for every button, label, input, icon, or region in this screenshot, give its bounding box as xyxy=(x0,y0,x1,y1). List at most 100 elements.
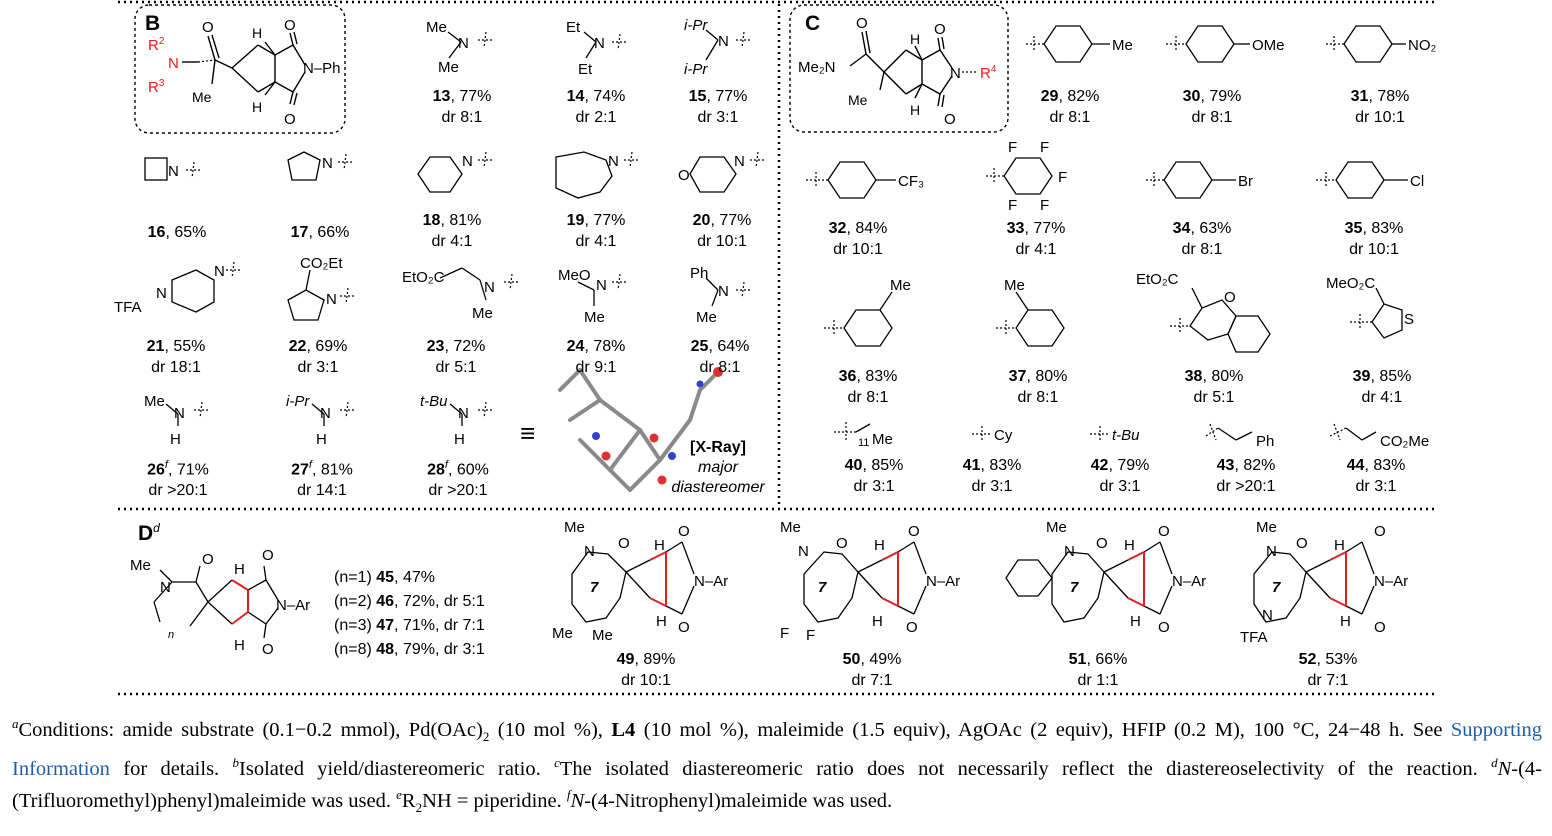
yield-value: , 71% xyxy=(167,461,209,479)
d-template-structure xyxy=(153,565,279,639)
yield-value: , 82% xyxy=(1058,88,1100,105)
f13-me2: Me xyxy=(438,59,459,76)
compound-number: 23 xyxy=(426,338,445,355)
f33-f4: F xyxy=(1008,197,1017,214)
f14-et1: Et xyxy=(566,19,581,36)
xray-caption: [X-Ray] major diastereomer xyxy=(662,438,774,498)
compound-41-label: 41, 83%dr 3:1 xyxy=(932,455,1052,497)
atom-o-2 xyxy=(649,433,659,443)
compound-yield: 23, 72% xyxy=(396,336,516,357)
dr-value: dr 9:1 xyxy=(575,359,617,376)
svg-text:N: N xyxy=(798,543,809,560)
template-b-me: Me xyxy=(192,89,212,105)
compound-number: 36 xyxy=(838,368,857,385)
f23-n: N xyxy=(484,279,495,296)
svg-text:H: H xyxy=(654,537,665,554)
compound-14-label: 14, 74%dr 2:1 xyxy=(536,86,656,128)
f26-me: Me xyxy=(144,393,165,410)
footnote-e-sub: 2 xyxy=(415,799,423,815)
compound-number: 21 xyxy=(146,338,165,355)
compound-13-label: 13, 77%dr 8:1 xyxy=(402,86,522,128)
d-ring-structures xyxy=(571,541,1375,623)
yield-value: , 77% xyxy=(1024,220,1066,237)
svg-text:H: H xyxy=(872,613,883,630)
compound-yield: 37, 80% xyxy=(978,366,1098,387)
compound-29-label: 29, 82% dr 8:1 xyxy=(1010,86,1130,128)
dr-value: dr 8:1 xyxy=(1049,109,1091,126)
compound-number: 40 xyxy=(844,457,863,474)
ring-size: (n=8) xyxy=(334,641,377,658)
template-b-h1: H xyxy=(252,25,262,41)
compound-yield: 19, 77% xyxy=(536,210,656,231)
footnote-e-text: R xyxy=(401,789,416,812)
f24-n: N xyxy=(596,277,607,294)
dr-value: dr 10:1 xyxy=(833,241,883,258)
compound-35-label: 35, 83%dr 10:1 xyxy=(1314,218,1434,260)
f38-eto2c: EtO₂C xyxy=(1136,271,1179,288)
yield-and-dr: , 72%, dr 5:1 xyxy=(394,593,485,610)
dr-value: dr 7:1 xyxy=(1307,672,1349,689)
f26-h: H xyxy=(170,431,181,448)
compound-yield: 32, 84% xyxy=(798,218,918,239)
compound-number: 49 xyxy=(616,651,635,668)
svg-text:N: N xyxy=(160,579,171,596)
svg-text:O: O xyxy=(1096,535,1108,552)
xray-structure: ≡ xyxy=(520,367,723,492)
supporting-information-link[interactable]: Supporting Information xyxy=(12,718,1542,780)
compound-21-label: 21, 55%dr 18:1 xyxy=(116,336,236,378)
svg-text:Me: Me xyxy=(130,557,151,574)
dr-value: dr 8:1 xyxy=(1017,389,1059,406)
compound-20-label: 20, 77%dr 10:1 xyxy=(662,210,782,252)
compound-number: 20 xyxy=(692,212,711,229)
footnote-a-text1: Conditions: amide substrate (0.1−0.2 mmo… xyxy=(18,718,483,741)
dr-value: dr 3:1 xyxy=(1099,478,1141,495)
compound-number: 29 xyxy=(1040,88,1059,105)
svg-text:7: 7 xyxy=(590,579,599,596)
svg-text:Me: Me xyxy=(552,625,573,642)
section-d-tag: Dd xyxy=(138,521,160,545)
yield-value: , 81% xyxy=(311,461,353,479)
compound-number: 34 xyxy=(1172,220,1191,237)
amine-fragments xyxy=(144,29,737,426)
compound-number: 24 xyxy=(566,338,585,355)
compound-yield: 39, 85% xyxy=(1322,366,1442,387)
compound-number: 46 xyxy=(376,593,395,610)
ring-size: (n=1) xyxy=(334,569,377,586)
dr-value: dr 5:1 xyxy=(1193,389,1235,406)
svg-text:N–Ar: N–Ar xyxy=(1374,573,1408,590)
template-c-o3: O xyxy=(944,111,956,128)
amine-fragment-labels: Me N Me Et N Et i-Pr N i-Pr N N N N O N … xyxy=(114,17,745,448)
yield-value: , 85% xyxy=(1370,368,1412,385)
compound-yield: 42, 79% xyxy=(1060,455,1180,476)
compound-yield: 33, 77% xyxy=(976,218,1096,239)
dr-value: dr 3:1 xyxy=(297,359,339,376)
svg-text:H: H xyxy=(234,561,245,578)
d-series-row: (n=1) 45, 47% xyxy=(334,566,485,590)
template-c-structure xyxy=(849,30,953,108)
yield-value: , 55% xyxy=(164,338,206,355)
compound-30-label: 30, 79%dr 8:1 xyxy=(1152,86,1272,128)
f40-me: Me xyxy=(872,431,893,448)
compound-number: 38 xyxy=(1184,368,1203,385)
f21-n2: N xyxy=(214,263,225,280)
compound-yield: 18, 81% xyxy=(392,210,512,231)
compound-28-label: 28f, 60%dr >20:1 xyxy=(398,455,518,501)
aryl-fragment-labels: Me OMe NO₂ CF₃ F F F F F Br Cl Me Me EtO… xyxy=(858,37,1437,450)
svg-text:H: H xyxy=(1124,537,1135,554)
ring-size: (n=2) xyxy=(334,593,377,610)
yield-value: , 85% xyxy=(862,457,904,474)
f34-sub: Br xyxy=(1238,173,1253,190)
compound-33-label: 33, 77%dr 4:1 xyxy=(976,218,1096,260)
compound-yield: 17, 66% xyxy=(260,222,380,243)
footnote-d-text: -(4-(Trifluoromethyl)phenyl)maleimide wa… xyxy=(12,757,1543,812)
template-c-o2: O xyxy=(934,21,946,38)
yield-value: , 49% xyxy=(860,651,902,668)
compound-yield: 24, 78% xyxy=(536,336,656,357)
yield-value: , 65% xyxy=(165,224,207,241)
compound-number: 41 xyxy=(962,457,981,474)
f31-sub: NO₂ xyxy=(1408,37,1437,54)
yield-value: , 66% xyxy=(308,224,350,241)
compound-number: 16 xyxy=(147,224,166,241)
yield-value: , 60% xyxy=(447,461,489,479)
template-box-b xyxy=(134,4,346,134)
